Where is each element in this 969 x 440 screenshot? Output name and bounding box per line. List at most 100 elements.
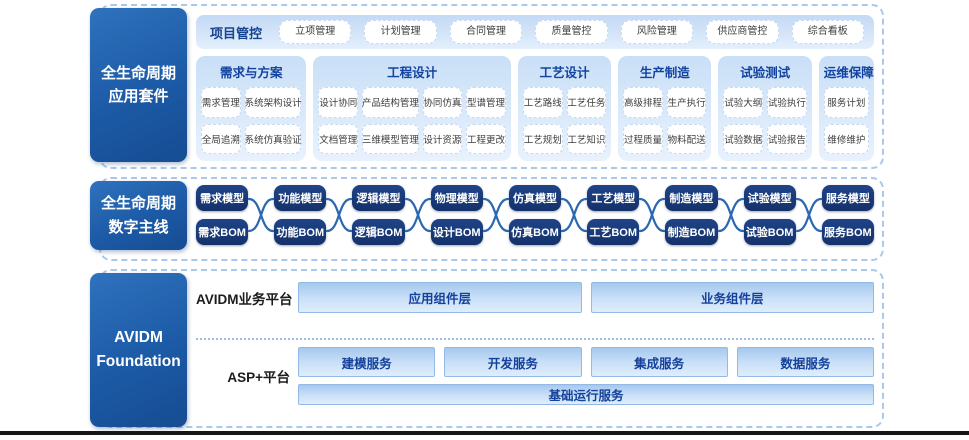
module-chip: 系统架构设计	[245, 87, 302, 118]
asp-platform-row: ASP+平台 建模服务开发服务集成服务数据服务 基础运行服务	[196, 347, 874, 405]
bom-node: 设计BOM	[430, 219, 483, 245]
service-bar: 开发服务	[444, 347, 582, 377]
module-chip: 工艺知识	[566, 123, 607, 154]
service-bar: 建模服务	[298, 347, 436, 377]
module-chip: 系统仿真验证	[245, 123, 302, 154]
foundation-divider	[196, 338, 874, 340]
group-panel: 工艺设计工艺路线工艺任务工艺规划工艺知识	[517, 56, 612, 161]
group-panel: 需求与方案需求管理系统架构设计全局追溯系统仿真验证	[196, 56, 307, 161]
group-title: 工程设计	[387, 66, 438, 80]
model-node: 需求模型	[196, 185, 249, 211]
module-chip: 试验数据	[723, 123, 764, 154]
group-panel: 工程设计设计协同产品结构管理协同仿真型谱管理文档管理三维模型管理设计资源工程更改	[313, 56, 511, 161]
thread-connector-icon	[404, 197, 431, 233]
module-chip: 协同仿真	[422, 87, 463, 118]
digital-thread-label-line1: 全生命周期	[100, 195, 176, 213]
thread-pair: 试验模型试验BOM	[743, 185, 796, 245]
service-bar: 数据服务	[736, 347, 874, 377]
module-chip: 全局追溯	[201, 123, 241, 154]
thread-connector-icon	[717, 197, 744, 233]
business-platform-row: AVIDM业务平台 应用组件层 业务组件层	[196, 282, 874, 313]
group-title: 运维保障	[823, 66, 874, 80]
foundation-sidebar-block: AVIDM Foundation	[90, 273, 187, 427]
thread-row: 需求模型需求BOM 功能模型功能BOM 逻辑模型逻辑BOM 物理模型设计BOM 仿真模型…	[196, 185, 874, 245]
thread-connector-icon	[561, 197, 588, 233]
thread-connector-icon	[248, 197, 275, 233]
foundation-label-line2: Foundation	[96, 353, 181, 370]
model-node: 试验模型	[743, 185, 796, 211]
digital-thread-sidebar-block: 全生命周期 数字主线	[90, 181, 187, 250]
group-button-row: 全局追溯系统仿真验证	[201, 123, 302, 154]
business-platform-bars: 应用组件层 业务组件层	[298, 282, 874, 313]
thread-connector-icon	[795, 197, 822, 233]
project-button: 计划管理	[364, 20, 437, 44]
group-button-row: 高级排程生产执行	[623, 87, 707, 118]
module-chip: 需求管理	[201, 87, 241, 118]
thread-connector-icon	[326, 197, 353, 233]
bom-node: 仿真BOM	[508, 219, 562, 245]
group-button-row: 试验数据试验报告	[723, 123, 807, 154]
thread-pair: 工艺模型工艺BOM	[587, 185, 640, 245]
thread-pair: 逻辑模型逻辑BOM	[352, 185, 405, 245]
thread-pair: 需求模型需求BOM	[196, 185, 249, 245]
module-chip: 工艺路线	[522, 87, 563, 118]
group-panel: 运维保障服务计划维修维护	[818, 56, 874, 161]
project-control-bar: 项目管控 立项管理计划管理合同管理质量管控风险管理供应商管控综合看板	[196, 15, 874, 49]
module-chip: 过程质量	[623, 123, 663, 154]
model-node: 制造模型	[665, 185, 718, 211]
module-chip: 服务计划	[823, 87, 869, 118]
project-button: 风险管理	[620, 20, 694, 44]
model-node: 功能模型	[274, 185, 327, 211]
business-component-layer-bar: 业务组件层	[590, 282, 874, 313]
service-bar: 集成服务	[590, 347, 728, 377]
bom-node: 工艺BOM	[587, 219, 640, 245]
asp-platform-label: ASP+平台	[227, 370, 290, 385]
group-button-row: 试验大纲试验执行	[723, 87, 807, 118]
module-chip: 型谱管理	[466, 87, 506, 118]
thread-pair: 仿真模型仿真BOM	[508, 185, 562, 245]
project-button: 合同管理	[449, 20, 523, 44]
module-chip: 试验报告	[767, 123, 807, 154]
bom-node: 试验BOM	[743, 219, 796, 245]
project-control-title: 项目管控	[210, 25, 263, 41]
module-chip: 高级排程	[623, 87, 663, 118]
app-component-layer-bar: 应用组件层	[298, 282, 582, 313]
business-platform-label: AVIDM业务平台	[196, 291, 293, 307]
module-chip: 三维模型管理	[362, 123, 419, 154]
thread-connector-icon	[639, 197, 666, 233]
model-node: 工艺模型	[587, 185, 640, 211]
digital-thread-label-line2: 数字主线	[108, 218, 169, 236]
bom-node: 功能BOM	[274, 219, 327, 245]
group-button-row: 需求管理系统架构设计	[201, 87, 302, 118]
group-button-row: 工艺规划工艺知识	[522, 123, 607, 154]
thread-connector-icon	[482, 197, 509, 233]
module-chip: 文档管理	[318, 123, 359, 154]
project-button: 立项管理	[279, 20, 352, 44]
model-node: 服务模型	[821, 185, 874, 211]
page-bottom-rule	[0, 431, 969, 435]
module-chip: 工程更改	[466, 123, 506, 154]
base-runtime-service-bar: 基础运行服务	[298, 384, 874, 405]
group-title: 试验测试	[740, 66, 791, 80]
group-title: 生产制造	[639, 66, 690, 80]
asp-services: 建模服务开发服务集成服务数据服务	[298, 347, 874, 377]
module-chip: 设计资源	[422, 123, 463, 154]
app-suite-label-line2: 应用套件	[108, 88, 169, 105]
group-panel: 试验测试试验大纲试验执行试验数据试验报告	[718, 56, 812, 161]
model-node: 仿真模型	[508, 185, 562, 211]
asp-platform-bars: 建模服务开发服务集成服务数据服务 基础运行服务	[298, 347, 874, 405]
groups-row: 需求与方案需求管理系统架构设计全局追溯系统仿真验证工程设计设计协同产品结构管理协…	[196, 56, 874, 161]
group-button-row: 服务计划	[823, 87, 869, 118]
bom-node: 需求BOM	[196, 219, 249, 245]
group-title: 需求与方案	[219, 66, 283, 80]
foundation-label-line1: AVIDM	[114, 328, 163, 346]
project-button: 质量管控	[535, 20, 608, 44]
module-chip: 物料配送	[666, 123, 707, 154]
bom-node: 服务BOM	[821, 219, 874, 245]
group-panel: 生产制造高级排程生产执行过程质量物料配送	[618, 56, 712, 161]
group-button-row: 维修维护	[823, 123, 869, 154]
group-button-row: 工艺路线工艺任务	[522, 87, 607, 118]
model-node: 逻辑模型	[352, 185, 405, 211]
thread-pair: 物理模型设计BOM	[430, 185, 483, 245]
